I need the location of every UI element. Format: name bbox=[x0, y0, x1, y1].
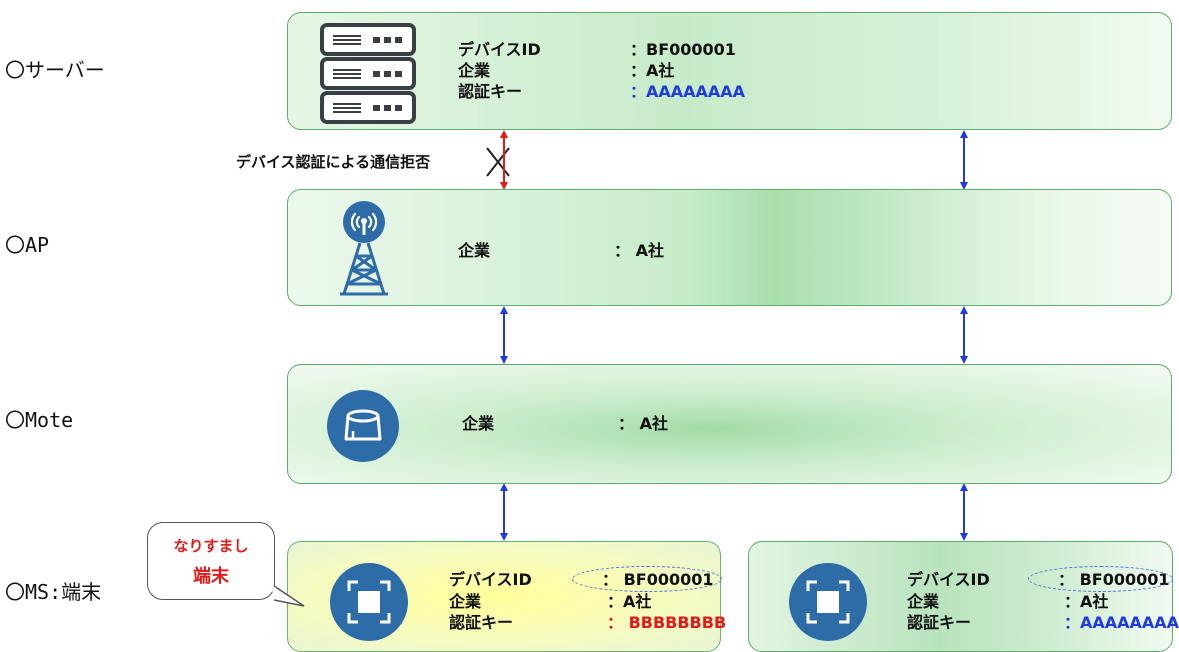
row-label-ap: 〇AP bbox=[5, 233, 50, 257]
terminal-device-icon bbox=[789, 563, 867, 641]
server-company-value: ：A社 bbox=[630, 61, 675, 80]
ms-spoof-device-id-label: デバイスID bbox=[449, 570, 532, 589]
rejection-label: デバイス認証による通信拒否 bbox=[236, 153, 431, 171]
ms-genuine-company-label: 企業 bbox=[907, 592, 940, 611]
ms-genuine-device-id-label: デバイスID bbox=[907, 570, 990, 589]
spoof-callout: なりすまし 端末 bbox=[147, 522, 275, 600]
server-auth-key-label: 認証キー bbox=[458, 82, 523, 101]
spoof-callout-line1: なりすまし bbox=[173, 537, 249, 555]
spoof-callout-line2: 端末 bbox=[193, 566, 229, 587]
server-device-id-label: デバイスID bbox=[458, 40, 541, 59]
ms-spoof-device-id-highlight bbox=[572, 566, 722, 592]
ms-genuine-auth-key-label: 認証キー bbox=[907, 613, 972, 632]
antenna-tower-icon bbox=[340, 201, 388, 296]
row-label-mote: 〇Mote bbox=[5, 408, 74, 432]
ms-genuine-company-value: ：A社 bbox=[1064, 592, 1109, 611]
server-auth-key-value: ：AAAAAAAA bbox=[630, 82, 746, 101]
server-company-label: 企業 bbox=[458, 61, 491, 80]
ms-spoof-company-label: 企業 bbox=[449, 592, 482, 611]
ms-spoof-company-value: ：A社 bbox=[607, 592, 652, 611]
row-label-ms: 〇MS:端末 bbox=[5, 580, 102, 604]
terminal-device-icon bbox=[330, 563, 408, 641]
mote-panel bbox=[287, 364, 1172, 484]
spoof-callout-tail bbox=[272, 585, 305, 607]
server-device-id-value: ：BF000001 bbox=[630, 40, 736, 59]
ms-spoof-auth-key-label: 認証キー bbox=[449, 613, 514, 632]
ms-spoof-auth-key-value: ： BBBBBBBB bbox=[607, 613, 727, 632]
server-rack-icon bbox=[320, 23, 416, 124]
ap-company-label: 企業 bbox=[458, 241, 491, 260]
mote-company-label: 企業 bbox=[462, 414, 495, 433]
server-panel bbox=[287, 12, 1172, 130]
ap-panel bbox=[287, 189, 1172, 306]
mote-sensor-icon bbox=[327, 390, 399, 462]
ms-genuine-auth-key-value: ：AAAAAAAA bbox=[1064, 613, 1179, 632]
row-label-server: 〇サーバー bbox=[5, 58, 105, 82]
ap-company-value: ： A社 bbox=[614, 241, 664, 260]
mote-company-value: ： A社 bbox=[618, 414, 668, 433]
ms-genuine-device-id-highlight bbox=[1028, 566, 1173, 592]
